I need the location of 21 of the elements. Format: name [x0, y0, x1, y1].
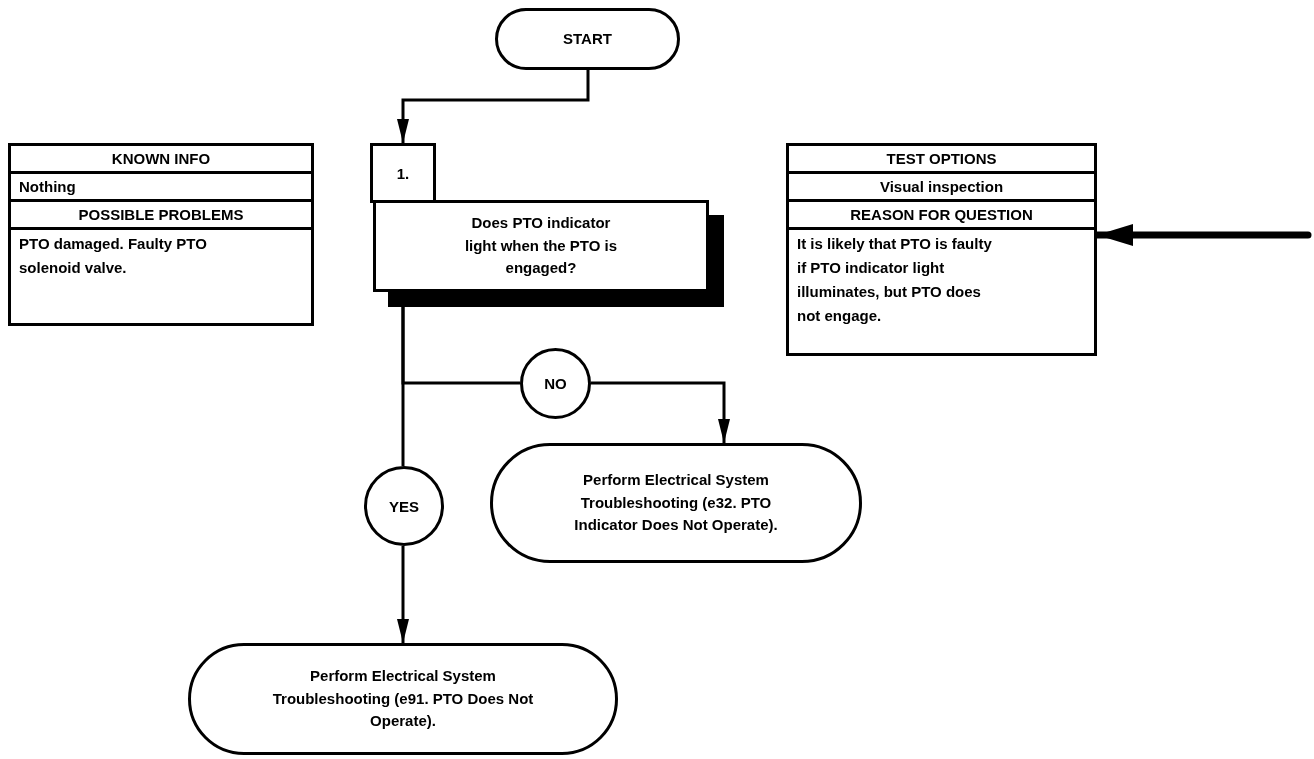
- panel-heading: REASON FOR QUESTION: [789, 202, 1094, 230]
- info-panel: [786, 143, 1097, 356]
- node-text: Perform Electrical System Troubleshooting (e32. PTO Indicator Does Not Operate).: [573, 470, 779, 536]
- node-text: NO: [544, 375, 567, 392]
- panel-body-text: It is likely that PTO is faulty if PTO indicator light illuminates, but PTO does not engage.: [796, 234, 993, 326]
- node-text: START: [563, 28, 612, 49]
- node-text: 1.: [396, 164, 410, 182]
- panel-row-text: Visual inspection: [789, 174, 1094, 202]
- node-text: YES: [389, 497, 419, 515]
- node-text: Does PTO indicator light when the PTO is engaged?: [463, 213, 619, 279]
- arrow: [397, 546, 409, 643]
- node-text: Perform Electrical System Troubleshooting (e91. PTO Does Not Operate).: [271, 666, 535, 732]
- panel-heading: POSSIBLE PROBLEMS: [11, 202, 311, 230]
- panel-heading: KNOWN INFO: [11, 146, 311, 174]
- arrow: [591, 381, 730, 443]
- panel-heading: TEST OPTIONS: [789, 146, 1094, 174]
- panel-row-text: Nothing: [11, 174, 311, 202]
- panel-body-text: PTO damaged. Faulty PTO solenoid valve.: [18, 234, 208, 278]
- step-number-box: [370, 143, 436, 203]
- info-panel: [8, 143, 314, 326]
- arrow: [397, 70, 590, 143]
